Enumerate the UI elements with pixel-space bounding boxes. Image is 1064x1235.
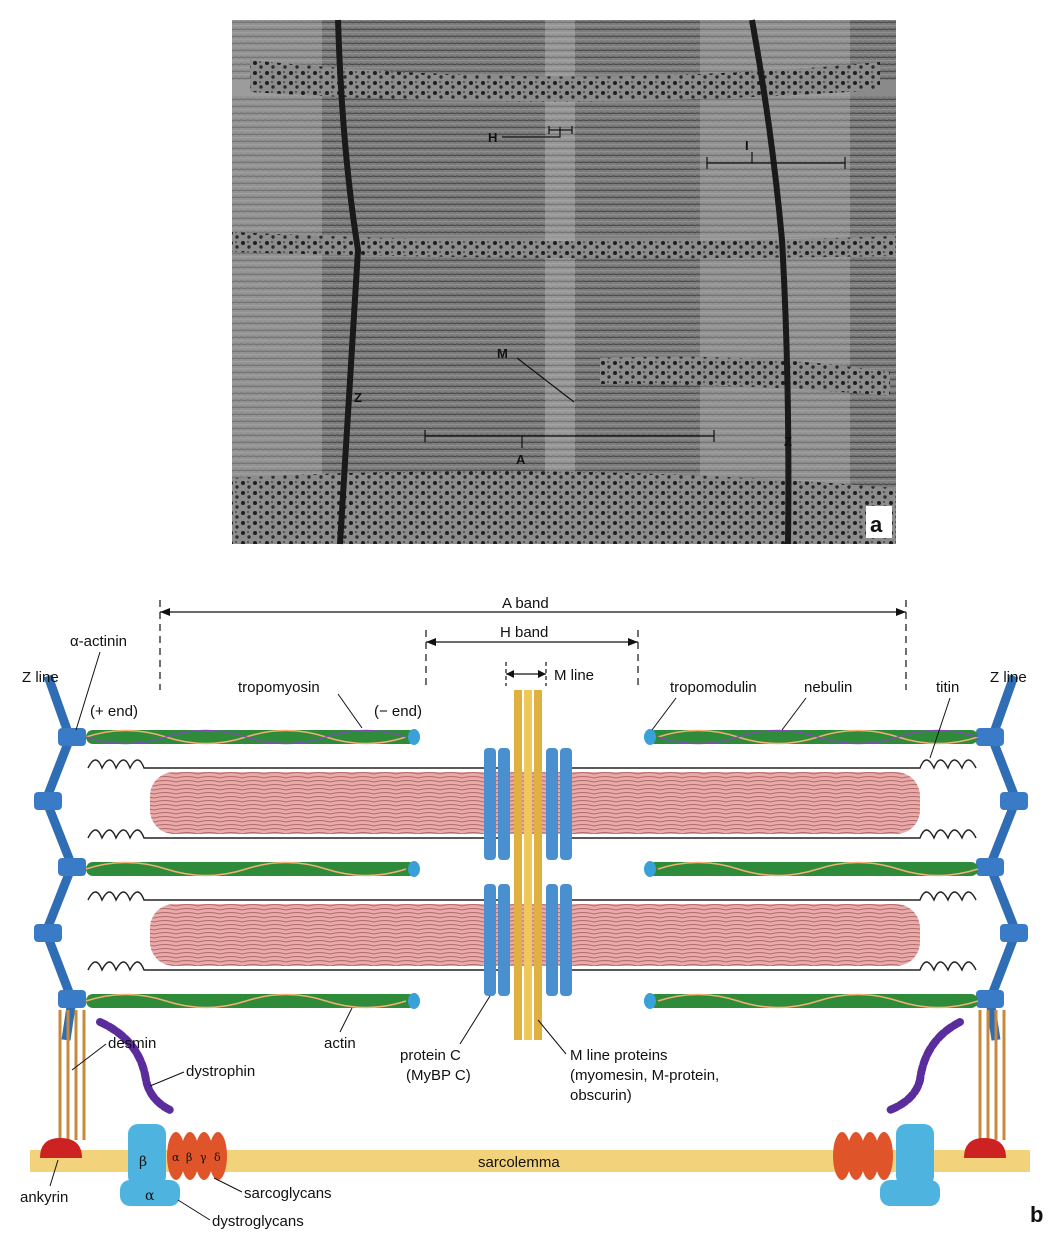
desmin-strands-left <box>58 1010 86 1140</box>
mybp-c-columns <box>484 748 572 996</box>
z-disc-right <box>976 674 1028 1041</box>
actin-filament <box>85 993 420 1009</box>
h-band-dimension: H band <box>425 624 639 690</box>
z-line-dark <box>335 19 362 545</box>
nebulin-label: nebulin <box>804 679 852 696</box>
actin-filament <box>85 861 420 877</box>
label-z-left: Z <box>354 390 362 405</box>
plus-end-label: (+ end) <box>90 703 138 720</box>
schematic-panel: A band H band M line <box>20 595 1043 1230</box>
m-line-dimension: M line <box>505 662 594 686</box>
alpha-actinin-label: α-actinin <box>70 633 127 650</box>
tropomyosin-label: tropomyosin <box>238 679 320 696</box>
dystrophin-label: dystrophin <box>186 1063 255 1080</box>
mybp-c-label: (MyBP C) <box>406 1067 471 1084</box>
thin-filaments <box>85 729 979 1009</box>
dystroglycan-complex-left: β α α β γ δ <box>120 1124 227 1206</box>
dg-alpha-symbol: α <box>145 1188 155 1204</box>
titin-label: titin <box>936 679 959 696</box>
dystroglycan-complex-right <box>833 1124 940 1206</box>
z-disc-left <box>34 674 86 1041</box>
actin-filament <box>85 729 420 745</box>
dystrophin-right <box>886 1018 964 1114</box>
protein-c-label: protein C <box>400 1047 461 1064</box>
sarcoglycans-label: sarcoglycans <box>244 1185 332 1202</box>
ankyrin-label: ankyrin <box>20 1189 68 1206</box>
micrograph-panel: H I M Z Z A a <box>232 19 896 545</box>
minus-end-label: (− end) <box>374 703 422 720</box>
actin-filament <box>644 729 979 745</box>
label-a: A <box>516 452 526 467</box>
dystroglycans-label: dystroglycans <box>212 1213 304 1230</box>
sg-delta-symbol: δ <box>214 1151 221 1164</box>
sarcolemma-membrane <box>30 1150 1030 1172</box>
sarcolemma-label: sarcolemma <box>478 1154 560 1171</box>
m-line-proteins-detail2-label: obscurin) <box>570 1087 632 1104</box>
label-h: H <box>488 130 497 145</box>
granule-row <box>232 232 896 259</box>
h-band-label: H band <box>500 624 548 641</box>
a-band-dimension: A band <box>159 595 907 690</box>
granule-row <box>600 356 890 396</box>
titin-filaments <box>87 759 977 972</box>
ankyrin-right <box>964 1138 1006 1158</box>
z-line-left-label: Z line <box>22 669 59 686</box>
m-line-proteins <box>514 690 542 1040</box>
granule-row <box>232 470 896 544</box>
label-z-right: Z <box>784 434 792 449</box>
actin-filament <box>644 993 979 1009</box>
granule-row <box>250 60 880 102</box>
desmin-strands-right <box>978 1010 1006 1140</box>
actin-filament <box>644 861 979 877</box>
sg-alpha-symbol: α <box>172 1151 180 1164</box>
actin-label: actin <box>324 1035 356 1052</box>
m-line-label: M line <box>554 667 594 684</box>
a-band-label: A band <box>502 595 549 612</box>
z-line-dark <box>749 19 792 545</box>
sg-beta-symbol: β <box>186 1151 192 1164</box>
sg-gamma-symbol: γ <box>200 1151 207 1164</box>
tropomodulin-label: tropomodulin <box>670 679 757 696</box>
label-i: I <box>745 138 749 153</box>
ankyrin-left <box>40 1138 82 1158</box>
z-line-right-label: Z line <box>990 669 1027 686</box>
panel-label-a: a <box>870 512 883 537</box>
panel-label-b: b <box>1030 1202 1043 1227</box>
m-line-proteins-label: M line proteins <box>570 1047 668 1064</box>
m-line-proteins-detail-label: (myomesin, M-protein, <box>570 1067 719 1084</box>
dg-beta-symbol: β <box>139 1154 147 1170</box>
label-m: M <box>497 346 508 361</box>
desmin-label: desmin <box>108 1035 156 1052</box>
dystrophin-left <box>96 1018 174 1114</box>
